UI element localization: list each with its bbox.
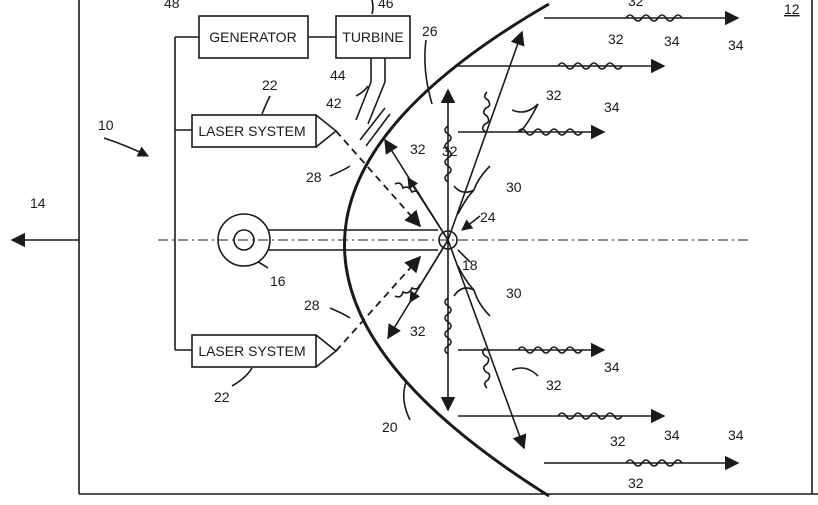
photon-waves-radial	[394, 91, 491, 389]
ref-34-b: 34	[664, 33, 680, 49]
control-bus	[174, 36, 336, 351]
leader-lines	[103, 0, 539, 421]
ref-28-bottom: 28	[304, 297, 320, 313]
laser-system-top: LASER SYSTEM	[191, 114, 338, 148]
parabolic-reflector	[343, 2, 550, 498]
ref-32-i: 32	[442, 143, 458, 159]
ref-32-a: 32	[628, 0, 644, 9]
ref-32-f: 32	[546, 377, 562, 393]
turbine-box: TURBINE	[335, 15, 411, 59]
ref-32-c: 32	[546, 87, 562, 103]
ref-24: 24	[480, 209, 496, 225]
conduit-44	[355, 58, 391, 147]
ref-32-g: 32	[610, 433, 626, 449]
reference-numerals: 48 46 12 10 14 22 22 44 42 26 28 28 16 1…	[30, 0, 800, 491]
ref-34-d: 34	[604, 359, 620, 375]
ref-18: 18	[462, 257, 478, 273]
ref-34-f: 34	[728, 427, 744, 443]
ref-20: 20	[382, 419, 398, 435]
ref-12: 12	[784, 1, 800, 17]
photon-waves	[517, 14, 683, 467]
laser-system-bottom: LASER SYSTEM	[191, 334, 338, 368]
laser-system-top-label: LASER SYSTEM	[198, 123, 305, 139]
ref-46: 46	[378, 0, 394, 11]
ref-22-top: 22	[262, 77, 278, 93]
ref-16: 16	[270, 273, 286, 289]
generator-label: GENERATOR	[209, 29, 296, 45]
ref-48: 48	[164, 0, 180, 11]
ref-34-e: 34	[664, 427, 680, 443]
laser-system-bottom-label: LASER SYSTEM	[198, 343, 305, 359]
ref-44: 44	[330, 67, 346, 83]
ref-30-bottom: 30	[506, 285, 522, 301]
reflected-rays	[458, 10, 740, 471]
ref-34-c: 34	[604, 99, 620, 115]
ref-42: 42	[326, 95, 342, 111]
ref-32-b: 32	[608, 31, 624, 47]
ref-26: 26	[422, 23, 438, 39]
ref-32-e: 32	[410, 323, 426, 339]
ref-34-a: 34	[728, 37, 744, 53]
pellet-injector	[217, 213, 438, 267]
ref-22-bottom: 22	[214, 389, 230, 405]
ref-32-h: 32	[628, 475, 644, 491]
ref-32-d: 32	[410, 141, 426, 157]
ref-28-top: 28	[306, 169, 322, 185]
generator-box: GENERATOR	[198, 15, 309, 59]
enclosure-frame	[78, 0, 818, 495]
ref-10: 10	[98, 117, 114, 133]
laser-beams	[335, 130, 422, 352]
ref-14: 14	[30, 195, 46, 211]
ref-30-top: 30	[506, 179, 522, 195]
turbine-label: TURBINE	[342, 29, 403, 45]
